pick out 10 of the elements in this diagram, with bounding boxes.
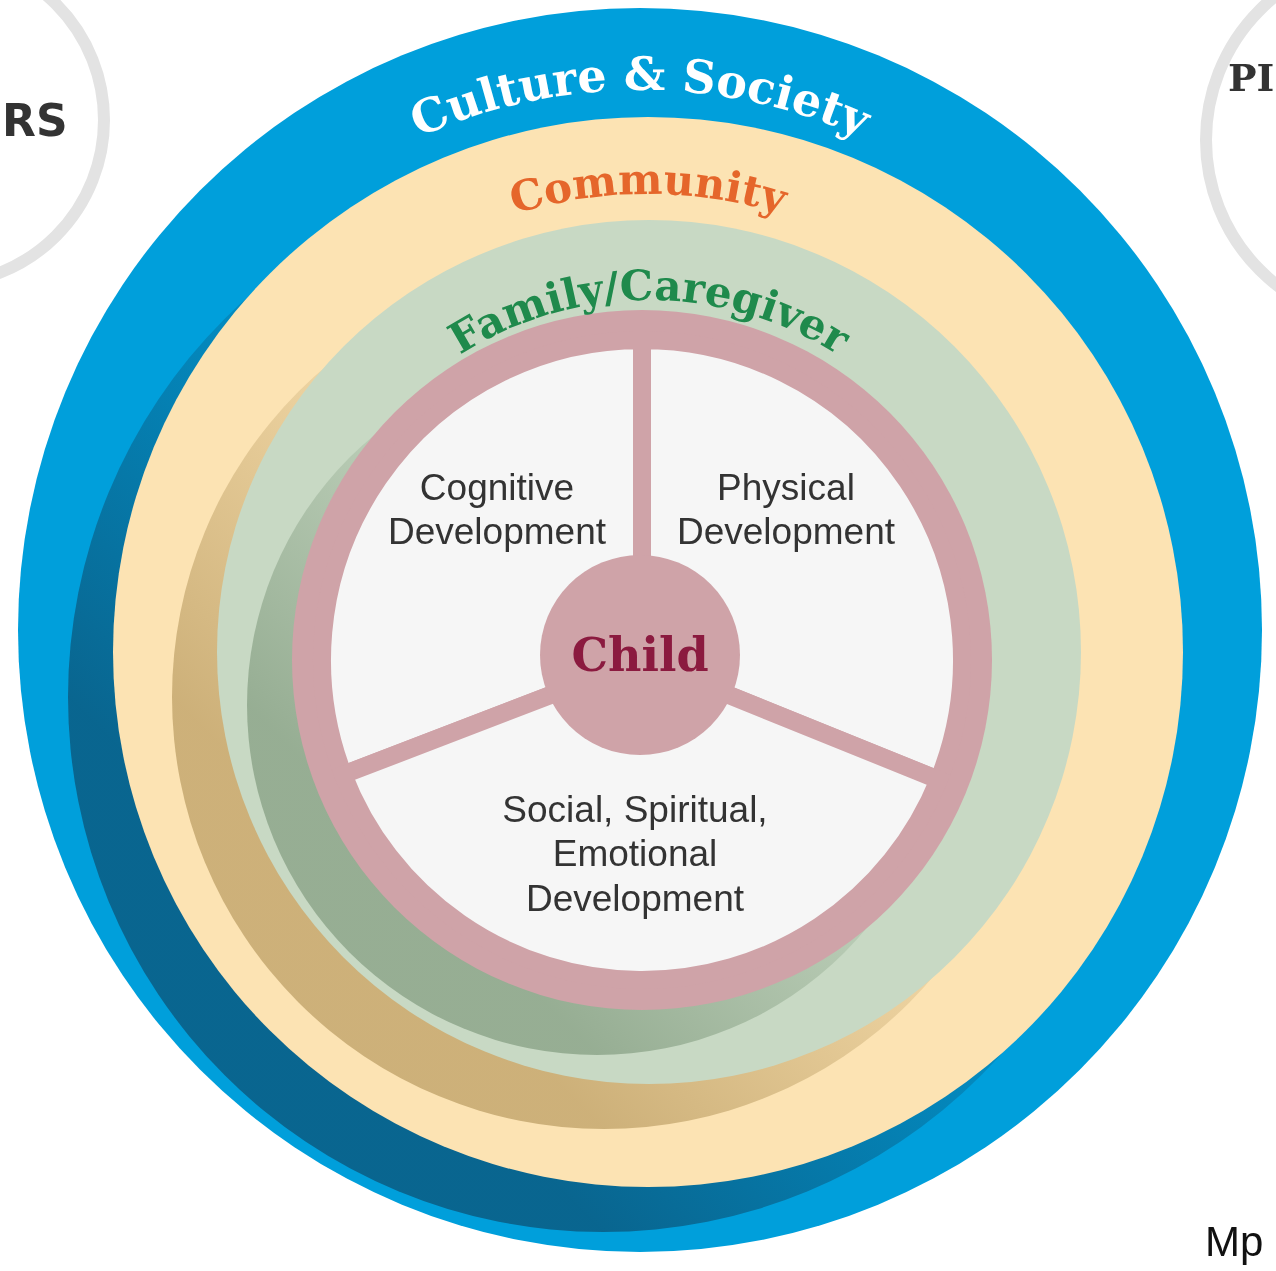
edge-text: Mp xyxy=(1205,1218,1264,1266)
center-label: Child xyxy=(570,628,710,682)
sector-label: Cognitive Development xyxy=(387,465,607,554)
sector-label: Social, Spiritual, Emotional Development xyxy=(501,788,769,922)
center-circle xyxy=(540,555,740,755)
circle-label: RS xyxy=(2,95,68,146)
sector-label: Physical Development xyxy=(676,465,896,554)
ring-band xyxy=(217,220,1081,1084)
circle-label: PI xyxy=(1228,55,1275,100)
ring-label: Community xyxy=(504,154,793,224)
